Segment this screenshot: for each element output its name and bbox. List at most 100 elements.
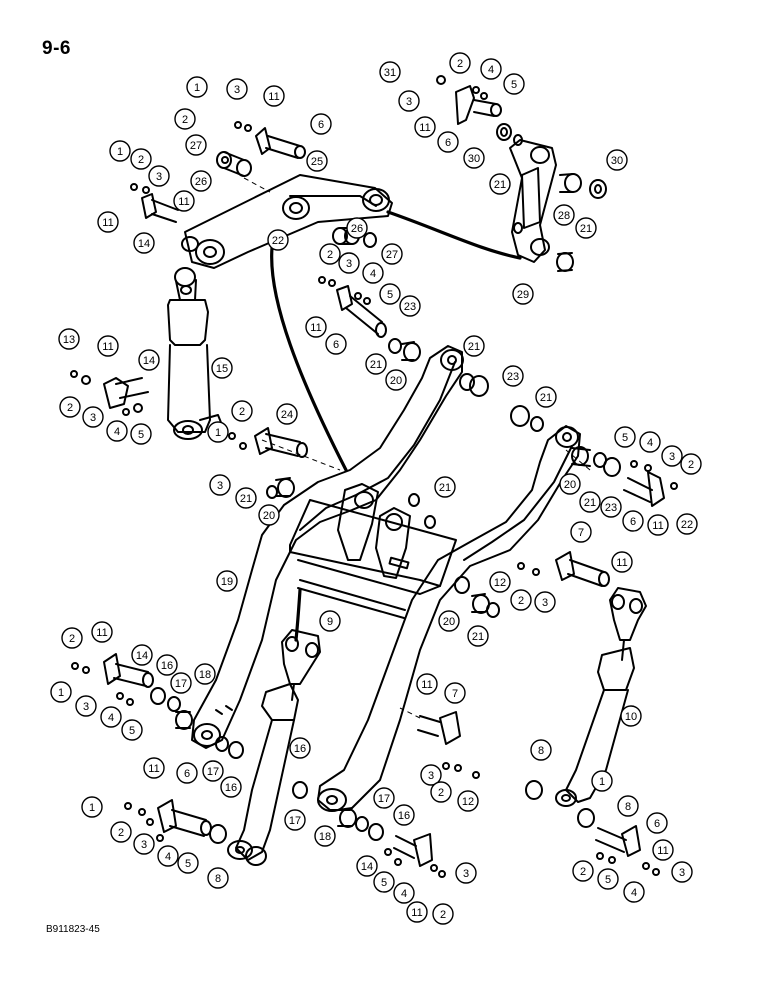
callout-number: 12 bbox=[494, 577, 506, 589]
callout-balloon bbox=[572, 860, 594, 882]
callout-11: 11 bbox=[305, 316, 327, 338]
callout-balloon bbox=[157, 845, 179, 867]
callout-number: 2 bbox=[327, 249, 333, 261]
callout-2: 2 bbox=[59, 396, 81, 418]
callout-3: 3 bbox=[148, 165, 170, 187]
callout-5: 5 bbox=[503, 73, 525, 95]
callout-balloon bbox=[489, 571, 511, 593]
callout-balloon bbox=[306, 150, 328, 172]
callout-7: 7 bbox=[570, 521, 592, 543]
callout-balloon bbox=[379, 283, 401, 305]
callout-number: 27 bbox=[386, 249, 398, 261]
callout-balloon bbox=[399, 295, 421, 317]
callout-number: 14 bbox=[138, 238, 150, 250]
callout-number: 18 bbox=[199, 669, 211, 681]
callout-20: 20 bbox=[258, 504, 280, 526]
callout-number: 18 bbox=[319, 831, 331, 843]
callout-balloon bbox=[209, 474, 231, 496]
callout-balloon bbox=[614, 426, 636, 448]
callout-number: 6 bbox=[184, 768, 190, 780]
callout-10: 10 bbox=[620, 705, 642, 727]
callout-number: 3 bbox=[346, 258, 352, 270]
callout-number: 21 bbox=[472, 631, 484, 643]
callout-8: 8 bbox=[530, 739, 552, 761]
callout-balloon bbox=[455, 862, 477, 884]
callout-balloon bbox=[143, 757, 165, 779]
callout-number: 21 bbox=[494, 179, 506, 191]
callout-balloon bbox=[133, 833, 155, 855]
callout-3: 3 bbox=[209, 474, 231, 496]
callout-26: 26 bbox=[346, 217, 368, 239]
callout-number: 8 bbox=[625, 801, 631, 813]
callout-balloon bbox=[534, 591, 556, 613]
callout-13: 13 bbox=[58, 328, 80, 350]
callout-2: 2 bbox=[110, 821, 132, 843]
callout-6: 6 bbox=[310, 113, 332, 135]
callout-balloon bbox=[579, 491, 601, 513]
callout-balloon bbox=[438, 610, 460, 632]
callout-balloon bbox=[130, 423, 152, 445]
callout-balloon bbox=[365, 353, 387, 375]
callout-number: 17 bbox=[175, 678, 187, 690]
callout-11: 11 bbox=[91, 621, 113, 643]
callout-number: 3 bbox=[406, 96, 412, 108]
callout-number: 5 bbox=[129, 725, 135, 737]
callout-11: 11 bbox=[647, 514, 669, 536]
callout-14: 14 bbox=[356, 855, 378, 877]
callout-balloon bbox=[379, 61, 401, 83]
callout-number: 21 bbox=[439, 482, 451, 494]
callout-21: 21 bbox=[575, 217, 597, 239]
callout-3: 3 bbox=[338, 252, 360, 274]
callout-number: 3 bbox=[428, 770, 434, 782]
callout-balloon bbox=[647, 514, 669, 536]
callout-30: 30 bbox=[463, 147, 485, 169]
callout-1: 1 bbox=[186, 76, 208, 98]
callout-4: 4 bbox=[100, 706, 122, 728]
callout-2: 2 bbox=[572, 860, 594, 882]
callout-number: 4 bbox=[631, 887, 637, 899]
callout-number: 21 bbox=[584, 497, 596, 509]
callout-2: 2 bbox=[449, 52, 471, 74]
callout-balloon bbox=[133, 232, 155, 254]
callout-number: 2 bbox=[580, 866, 586, 878]
callout-number: 5 bbox=[387, 289, 393, 301]
callout-balloon bbox=[211, 357, 233, 379]
callout-number: 29 bbox=[517, 289, 529, 301]
callout-balloon bbox=[420, 764, 442, 786]
page-number: 9-6 bbox=[42, 38, 71, 59]
callout-balloon bbox=[314, 825, 336, 847]
callout-20: 20 bbox=[438, 610, 460, 632]
callout-balloon bbox=[385, 369, 407, 391]
callout-number: 14 bbox=[136, 650, 148, 662]
callout-3: 3 bbox=[75, 695, 97, 717]
callout-number: 3 bbox=[141, 839, 147, 851]
callout-number: 11 bbox=[96, 627, 107, 639]
callout-number: 11 bbox=[616, 557, 627, 569]
callout-3: 3 bbox=[133, 833, 155, 855]
callout-5: 5 bbox=[130, 423, 152, 445]
callout-number: 17 bbox=[289, 815, 301, 827]
callout-balloon bbox=[652, 839, 674, 861]
callout-16: 16 bbox=[393, 804, 415, 826]
callout-balloon bbox=[480, 58, 502, 80]
callout-21: 21 bbox=[489, 173, 511, 195]
callout-balloon bbox=[622, 510, 644, 532]
callout-24: 24 bbox=[276, 403, 298, 425]
callout-8: 8 bbox=[207, 867, 229, 889]
callout-balloon bbox=[173, 190, 195, 212]
callout-balloon bbox=[305, 316, 327, 338]
callout-balloon bbox=[131, 644, 153, 666]
callout-number: 16 bbox=[161, 660, 173, 672]
callout-number: 28 bbox=[558, 210, 570, 222]
callout-3: 3 bbox=[420, 764, 442, 786]
callout-balloon bbox=[58, 328, 80, 350]
callout-number: 11 bbox=[657, 845, 668, 857]
callout-5: 5 bbox=[614, 426, 636, 448]
callout-number: 2 bbox=[138, 154, 144, 166]
callout-2: 2 bbox=[130, 148, 152, 170]
callout-2: 2 bbox=[680, 453, 702, 475]
callout-balloon bbox=[620, 705, 642, 727]
callout-balloon bbox=[185, 134, 207, 156]
callout-11: 11 bbox=[143, 757, 165, 779]
callout-balloon bbox=[121, 719, 143, 741]
